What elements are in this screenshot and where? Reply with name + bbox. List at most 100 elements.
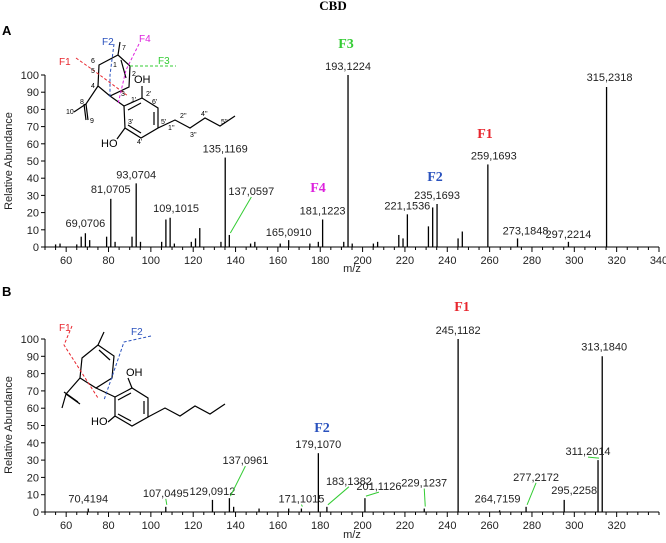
spectrum-a-x-tick-label-280: 280 bbox=[523, 255, 541, 267]
spectrum-a-x-tick-label-60: 60 bbox=[60, 255, 72, 267]
spectrum-a-x-label: m/z bbox=[343, 263, 361, 275]
spectrum-b-x-tick-label-80: 80 bbox=[102, 520, 114, 532]
spectrum-a-x-tick-label-220: 220 bbox=[396, 255, 414, 267]
struct-b-aromatic-bonds bbox=[117, 392, 145, 422]
spectrum-a-peak-label-36: 221,1536 bbox=[384, 200, 430, 212]
struct-b-f1-line bbox=[63, 325, 99, 399]
spectrum-b-x-tick-label-100: 100 bbox=[142, 520, 160, 532]
spectrum-b-y-tick-label-30: 30 bbox=[27, 455, 39, 467]
struct-a-num-4p: 4' bbox=[137, 139, 142, 146]
struct-b-isopropenyl bbox=[61, 377, 81, 409]
struct-a-double-bond bbox=[120, 59, 127, 79]
spectrum-b-leader-1 bbox=[165, 498, 168, 505]
spectrum-a-y-tick-label-60: 60 bbox=[27, 139, 39, 151]
panel-a-label: A bbox=[2, 23, 12, 38]
spectrum-b-x-tick-label-140: 140 bbox=[226, 520, 244, 532]
spectrum-a-peak-label-25: 165,0910 bbox=[266, 227, 312, 239]
struct-a-atom-labels: OH HO F1 F2 F4 F3 bbox=[59, 34, 170, 150]
spectrum-a-f3-annotation: F3 bbox=[338, 37, 354, 52]
spectrum-b-x-tick-label-180: 180 bbox=[311, 520, 329, 532]
spectrum-b-y-tick-label-70: 70 bbox=[27, 386, 39, 398]
spectrum-a-y-tick-label-30: 30 bbox=[27, 190, 39, 202]
spectrum-b-peaks bbox=[87, 339, 603, 512]
spectrum-a-x-tick-label-340: 340 bbox=[650, 255, 666, 267]
spectrum-b-y-tick-label-100: 100 bbox=[21, 334, 39, 346]
spectrum-b-peak-label-15: 295,2258 bbox=[551, 485, 597, 497]
struct-b-oh-bond bbox=[127, 377, 133, 389]
spectrum-b-peak-label-13: 264,7159 bbox=[475, 493, 521, 505]
spectrum-b-y-tick-label-10: 10 bbox=[27, 490, 39, 502]
struct-a-ho: HO bbox=[101, 138, 118, 150]
spectrum-b-peak-label-14: 277,2172 bbox=[513, 472, 559, 484]
spectrum-a-peak-label-44: 297,2214 bbox=[545, 229, 591, 241]
struct-a-num-4pp: 4'' bbox=[201, 111, 208, 118]
spectrum-a-y-tick-label-20: 20 bbox=[27, 208, 39, 220]
spectrum-b-x-tick-label-300: 300 bbox=[565, 520, 583, 532]
spectrum-b-leader-16 bbox=[587, 456, 600, 459]
cbd-structure-b bbox=[61, 331, 226, 427]
struct-a-numbering: 1 2 3 4 5 6 7 8 9 10 1' 2' 3' 4' 5' 6' 1… bbox=[66, 45, 228, 146]
struct-a-f2-label: F2 bbox=[102, 37, 114, 48]
spectrum-a-minor-ticks bbox=[44, 247, 649, 250]
spectrum-a-x-tick-label-200: 200 bbox=[353, 255, 371, 267]
struct-a-aromatic-bonds bbox=[127, 102, 155, 134]
figure-title: CBD bbox=[319, 0, 346, 13]
spectrum-b-y-tick-label-20: 20 bbox=[27, 472, 39, 484]
spectrum-b-y-label: Relative Abundance bbox=[3, 376, 15, 474]
spectrum-b-x-tick-label-240: 240 bbox=[438, 520, 456, 532]
spectrum-a-peak-label-4: 69,0706 bbox=[65, 218, 105, 230]
spectrum-a-y-tick-label-50: 50 bbox=[27, 156, 39, 168]
spectrum-b-y-tick-label-40: 40 bbox=[27, 438, 39, 450]
spectrum-a-y-tick-label-100: 100 bbox=[21, 70, 39, 82]
spectrum-a-x-tick-label-80: 80 bbox=[102, 255, 114, 267]
spectrum-a-x-tick-label-100: 100 bbox=[142, 255, 160, 267]
spectrum-a-y-tick-label-80: 80 bbox=[27, 104, 39, 116]
struct-b-f1-label: F1 bbox=[59, 323, 71, 334]
struct-b-methyl bbox=[97, 331, 105, 346]
spectrum-b-y-tick-label-0: 0 bbox=[33, 507, 39, 519]
spectrum-a-x-tick-label-260: 260 bbox=[480, 255, 498, 267]
spectrum-b-peak-label-7: 171,1015 bbox=[278, 494, 324, 506]
struct-b-f2-line bbox=[103, 335, 152, 401]
spectrum-b-peak-label-9: 183,1382 bbox=[326, 476, 372, 488]
spectrum-a-peak-label-39: 235,1693 bbox=[414, 190, 460, 202]
spectrum-b-peak-label-11: 229,1237 bbox=[401, 478, 447, 490]
spectrum-b-leader-9 bbox=[327, 486, 350, 506]
struct-a-num-5p: 5' bbox=[161, 119, 166, 126]
spectrum-b-leader-7 bbox=[300, 504, 303, 507]
spectrum-b-peak-label-3: 137,0961 bbox=[222, 455, 268, 467]
struct-b-double-bond bbox=[98, 349, 111, 361]
spectrum-a-x-tick-label-140: 140 bbox=[226, 255, 244, 267]
spectrum-a-peak-label-45: 315,2318 bbox=[587, 72, 633, 84]
struct-a-pentyl-chain bbox=[157, 115, 236, 129]
spectrum-b-peak-label-1: 107,0495 bbox=[143, 488, 189, 500]
spectrum-a-peak-label-28: 181,1223 bbox=[300, 205, 346, 217]
spectrum-a-y-tick-label-40: 40 bbox=[27, 173, 39, 185]
spectrum-a-f4-annotation: F4 bbox=[310, 181, 326, 196]
struct-a-f3-label: F3 bbox=[158, 56, 170, 67]
struct-b-ho-bond bbox=[107, 415, 116, 423]
spectrum-b-x-tick-label-280: 280 bbox=[523, 520, 541, 532]
spectrum-a-x-tick-label-120: 120 bbox=[184, 255, 202, 267]
struct-a-num-1: 1 bbox=[113, 62, 117, 69]
spectrum-a-y-tick-label-90: 90 bbox=[27, 87, 39, 99]
spectrum-a-f1-annotation: F1 bbox=[477, 127, 493, 142]
struct-a-num-10: 10 bbox=[66, 109, 74, 116]
spectrum-b-x-label: m/z bbox=[343, 529, 361, 541]
struct-a-num-1pp: 1'' bbox=[168, 125, 175, 132]
struct-a-num-2: 2 bbox=[132, 71, 136, 78]
struct-a-f4-line bbox=[117, 43, 140, 105]
struct-a-num-6: 6 bbox=[91, 58, 95, 65]
spectrum-a-leader-21 bbox=[229, 196, 252, 234]
struct-a-isopropenyl bbox=[73, 85, 99, 121]
spectrum-b-leader-3 bbox=[229, 465, 246, 497]
struct-a-oh: OH bbox=[134, 74, 151, 86]
struct-a-f2-line bbox=[109, 43, 115, 98]
spectrum-b-y-tick-label-50: 50 bbox=[27, 421, 39, 433]
struct-a-num-1p: 1' bbox=[131, 97, 136, 104]
spectrum-b-peak-label-10: 201,1126 bbox=[356, 481, 401, 493]
